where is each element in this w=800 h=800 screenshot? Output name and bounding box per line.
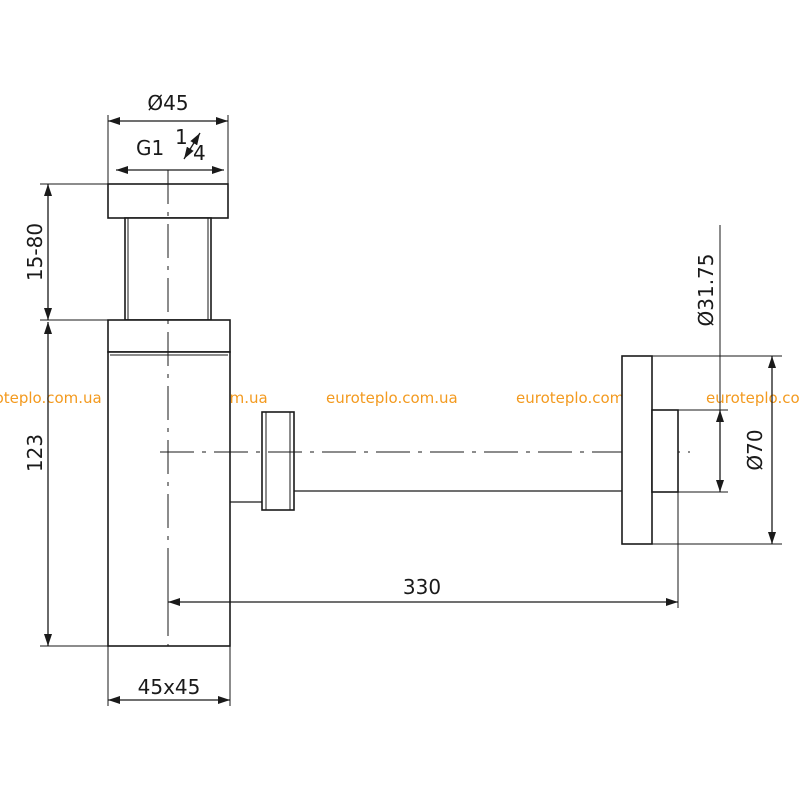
dimension-wall-flange-diameter: Ø70 [652,355,782,545]
dimension-label: Ø31.75 [694,254,718,327]
thread-fraction-top: 1 [175,125,188,149]
dimension-label: Ø45 [147,91,188,115]
dimension-body-section: 45x45 [107,646,231,706]
wall-sleeve [651,409,679,493]
watermark-text: euroteplo.com.ua [326,389,458,407]
dimension-height-adjust: 15-80 [23,183,108,321]
dimension-label: 330 [403,575,441,599]
watermark-text: euroteplo.com.ua [706,389,800,407]
watermark-text: euroteplo.com.ua [0,389,102,407]
watermark-text: euroteplo.com.ua [516,389,648,407]
dimension-label: 15-80 [23,223,47,281]
dimension-body-height: 123 [23,322,108,647]
trap-body [107,351,231,647]
dimension-label: 45x45 [138,675,201,699]
outlet-pipe-assembly [261,411,622,511]
dimension-top-diameter: Ø45 [107,91,229,184]
wall-flange [621,355,653,545]
thread-fraction-bottom: 4 [193,141,206,165]
dimension-wall-pipe-diameter: Ø31.75 [678,225,728,493]
pipe-nut [261,411,295,511]
wall-flange-assembly [621,355,679,545]
fraction-slash [183,132,201,160]
body-collar [107,319,231,353]
dimension-thread: G1 1 4 [116,125,224,174]
dimension-label: 123 [23,434,47,472]
thread-label: G1 [136,136,164,160]
trap-body-assembly [107,183,262,647]
dimension-label: Ø70 [743,429,767,470]
dimension-horizontal-length: 330 [167,492,679,608]
